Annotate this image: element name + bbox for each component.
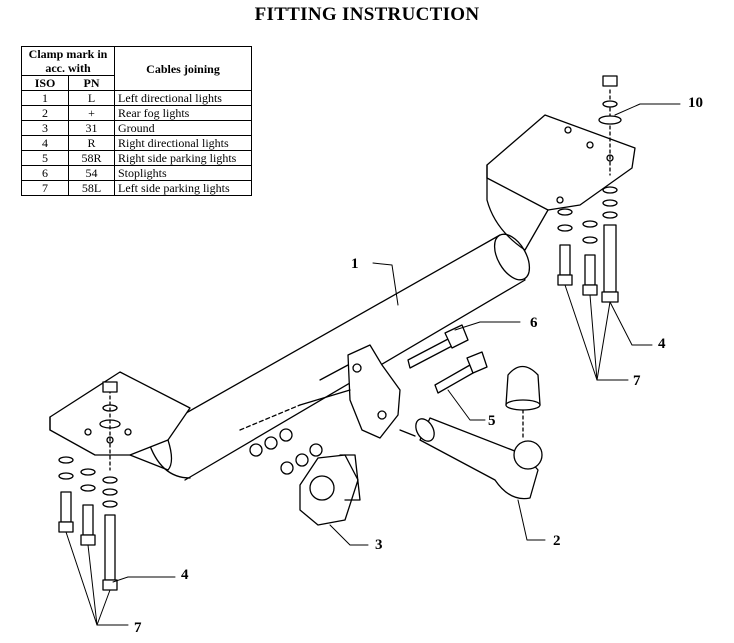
cable-cell: Right directional lights — [114, 135, 252, 151]
cable-cell: Left side parking lights — [114, 180, 252, 196]
left-fastener-stacks — [58, 381, 121, 591]
clamp-mark-header: Clamp mark in acc. with — [21, 46, 115, 76]
callout-spacers-left: 7 — [134, 620, 142, 636]
callout-bolt-6: 6 — [530, 315, 538, 331]
callout-bolt-right: 4 — [658, 336, 666, 352]
bolt-6 — [407, 324, 469, 369]
pn-header: PN — [68, 75, 115, 91]
callout-socket-plate: 3 — [375, 537, 383, 553]
iso-cell: 4 — [20, 135, 70, 151]
crossbar-tube — [141, 233, 531, 481]
pn-cell: 58R — [68, 150, 115, 166]
table-row: 2+Rear fog lights — [20, 105, 252, 121]
ball-cap — [505, 365, 541, 441]
small-hardware — [239, 404, 323, 475]
callout-spacers-right: 7 — [633, 373, 641, 389]
bolt-5 — [434, 351, 488, 394]
socket-plate — [299, 454, 361, 526]
leader-lines — [65, 103, 681, 626]
callout-bolt-5: 5 — [488, 413, 496, 429]
table-subheader-row: ISO PN — [20, 75, 252, 91]
cable-cell: Rear fog lights — [114, 105, 252, 121]
callout-washer: 10 — [688, 95, 703, 111]
tow-bar-arm — [399, 417, 543, 500]
wiring-table: Clamp mark in acc. with Cables joining I… — [20, 46, 252, 196]
callout-bolt-left: 4 — [181, 567, 189, 583]
iso-cell: 7 — [20, 180, 70, 196]
callout-tow-ball: 2 — [553, 533, 561, 549]
left-mounting-bracket — [49, 371, 191, 471]
right-mounting-bracket — [486, 114, 636, 251]
cable-cell: Right side parking lights — [114, 150, 252, 166]
hitch-bracket — [299, 344, 401, 439]
page-title: FITTING INSTRUCTION — [254, 4, 480, 25]
callout-crossbar: 1 — [351, 256, 359, 272]
right-fastener-stacks — [557, 75, 622, 303]
